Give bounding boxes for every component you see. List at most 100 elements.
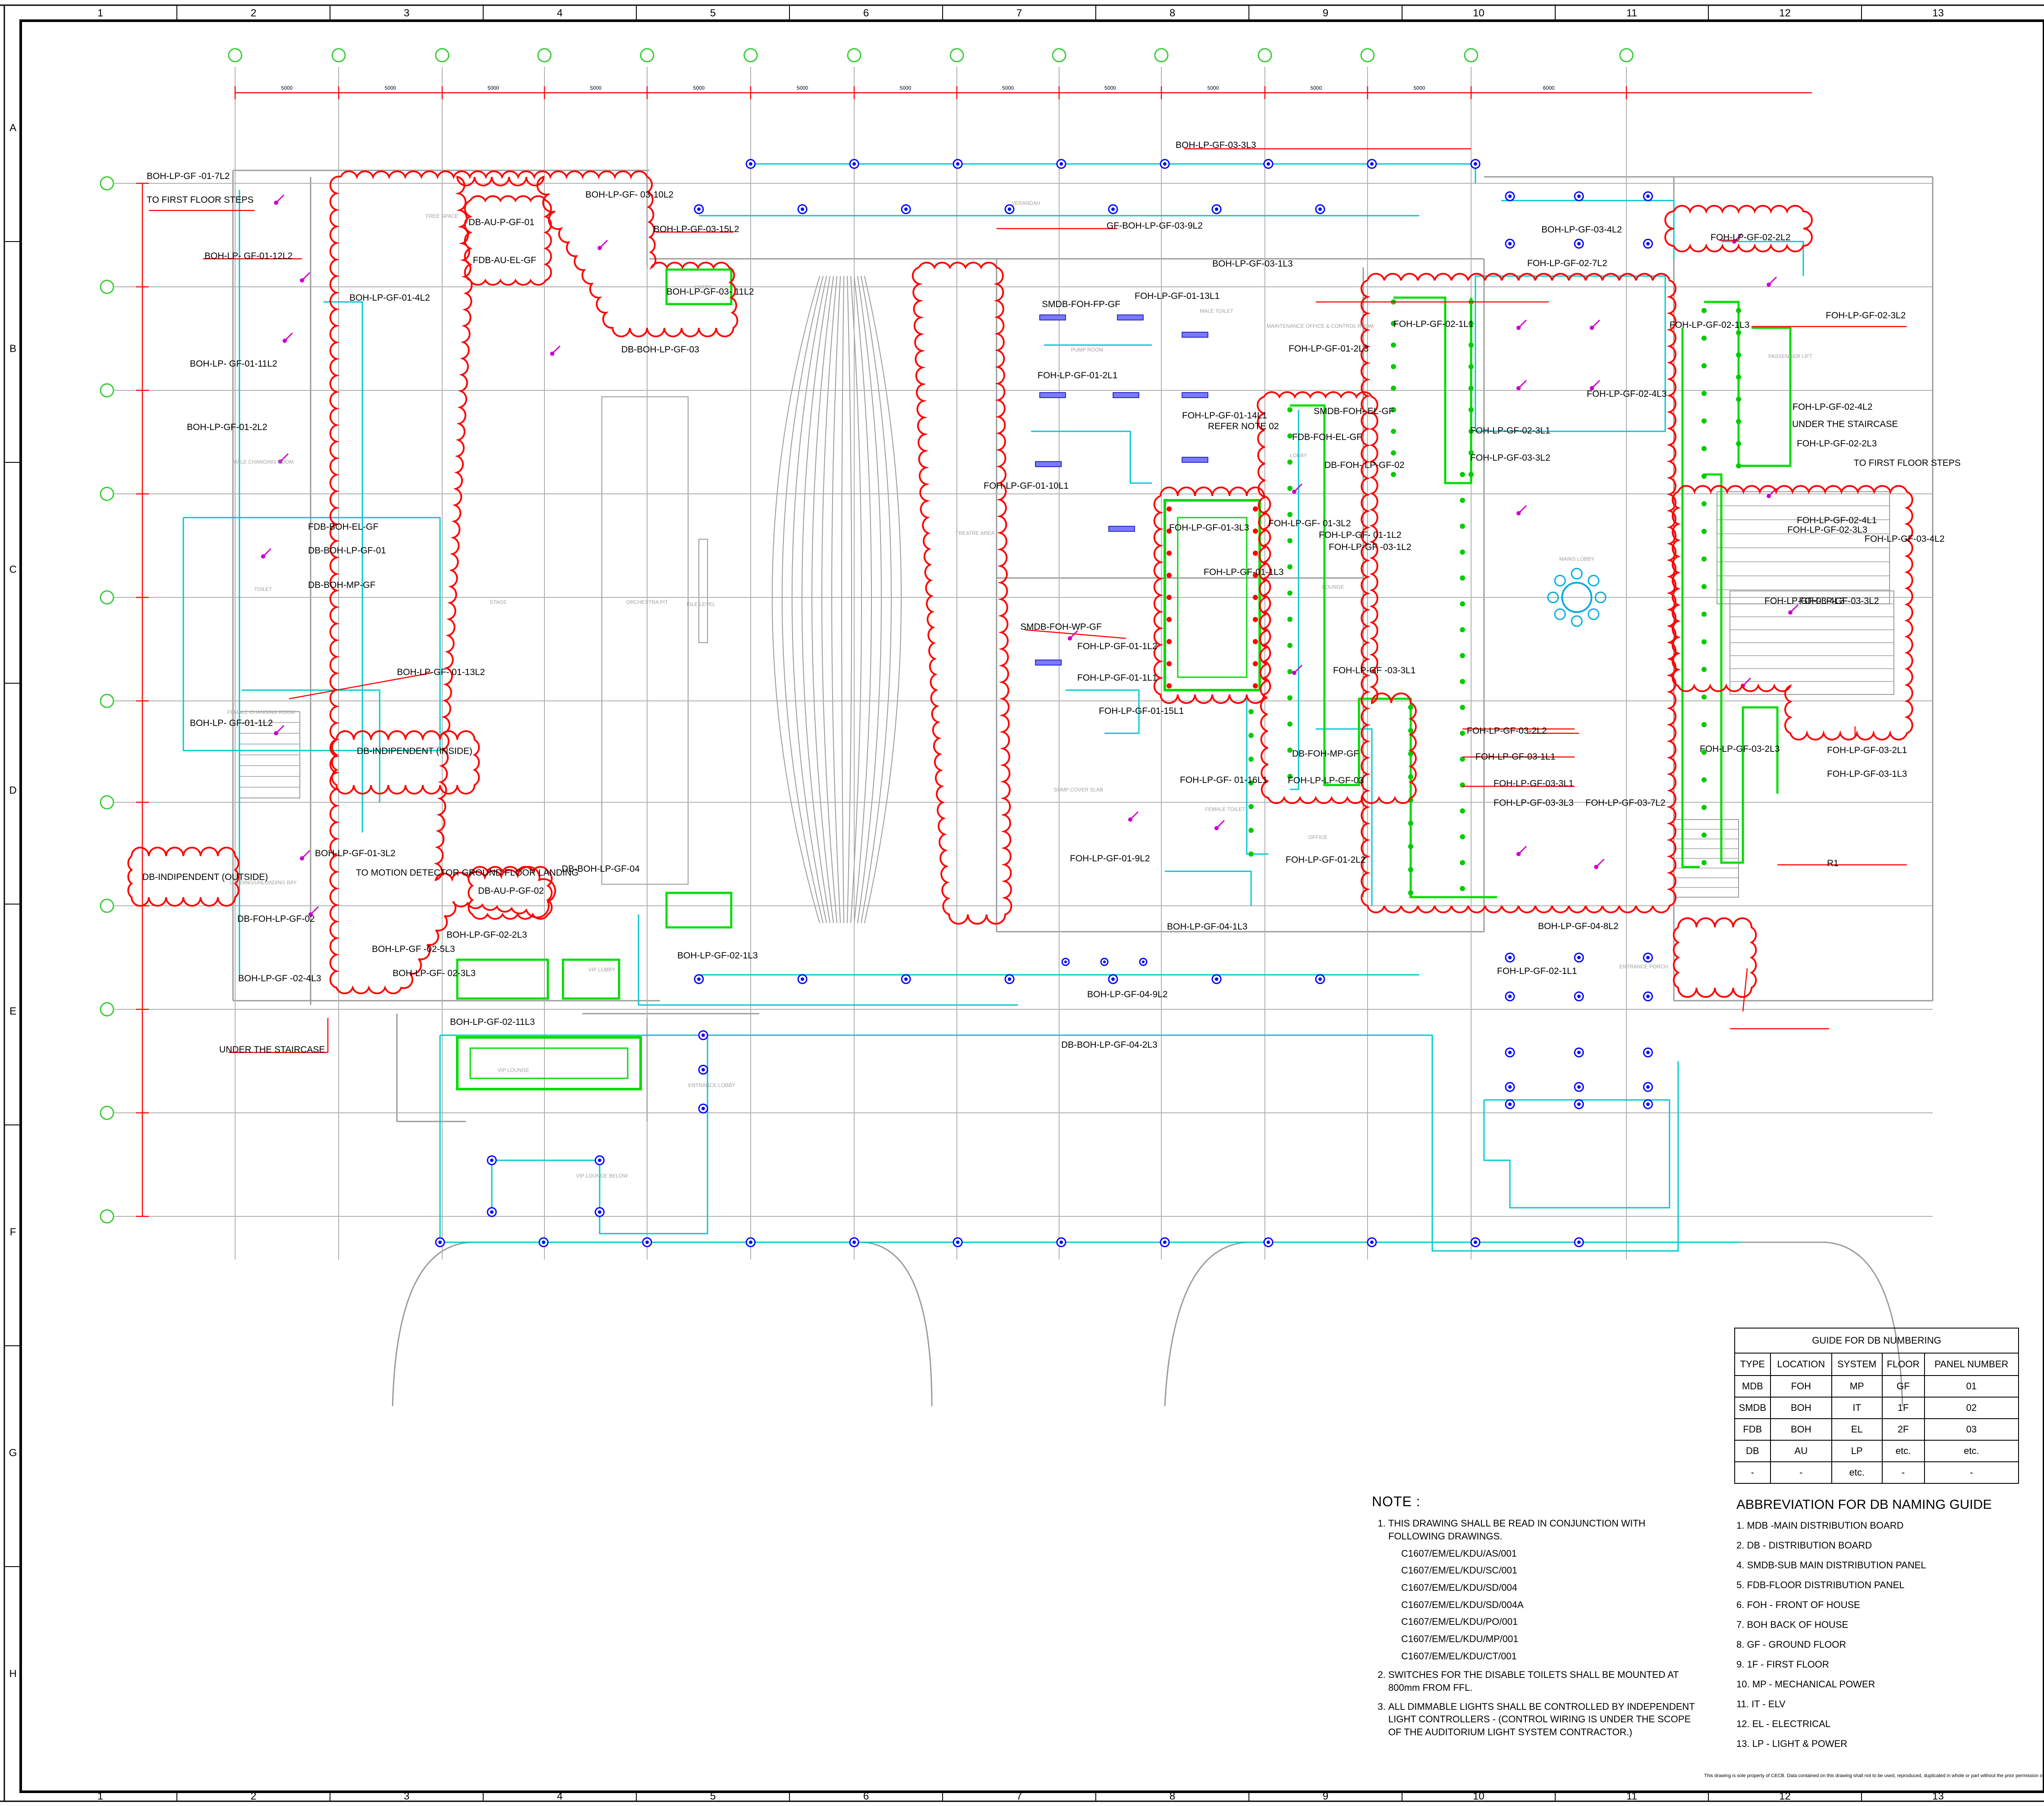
cove-light-point [1287,433,1292,439]
fixture-center [701,1107,705,1110]
zone-row-label: F [10,1226,16,1238]
revision-cloud-foyer [1360,273,1676,914]
downlight-icon [1574,991,1584,1002]
downlight-icon [1160,1237,1170,1247]
seating-row-arc [854,276,872,923]
revision-cloud-treatre [912,261,1013,925]
cove-light-point [1287,643,1292,648]
cove-light-point [1253,528,1258,534]
cove-light-point [1408,820,1413,826]
room-label: PASSENGER LIFT [1768,353,1812,359]
cove-light-point [1460,705,1465,710]
guide-cell: etc. [1881,1440,1925,1462]
dimension-value: 5000 [281,85,293,91]
fixture-center [1370,162,1374,166]
circuit-run [1246,699,1268,855]
vip-lobby-cove [562,958,620,1000]
room-label: ENTRY [695,284,712,290]
zone-column-top: 1 [97,7,103,19]
abbreviation-item: 2. DB - DISTRIBUTION BOARD [1736,1540,1872,1551]
grid-bubble-icon [100,487,114,501]
grid-bubble-icon [100,1106,114,1120]
downlight-icon [1643,239,1653,249]
circuit-label: FOH-LP-GF-02-3L2 [1826,311,1906,320]
guide-cell: 03 [1924,1418,2019,1441]
abbreviation-item: 9. 1F - FIRST FLOOR [1736,1659,1829,1670]
cove-light-point [1460,808,1465,813]
circuit-label: FOH-LP-GF-01-13L1 [1135,291,1220,301]
switch-symbol-dot [1516,326,1521,330]
circuit-run [1475,275,1666,432]
circuit-run [1031,430,1152,484]
dimension-value: 5000 [693,85,705,91]
guide-cell: 01 [1924,1375,2019,1398]
downlight-icon [1211,204,1222,214]
downlight-icon [1211,974,1222,984]
cove-light-point [1701,612,1707,617]
guide-cell: etc. [1924,1440,2019,1462]
circuit-label: FOH-LP-GF- 01-16L1 [1180,775,1267,785]
circuit-label: FOH-LP-GF -03-3L1 [1333,666,1415,675]
circuit-label: BOH-LP-GF -01-7L2 [147,171,230,181]
downlight-icon [694,204,704,214]
revision-cloud-lounge [1257,391,1417,804]
downlight-icon [1505,991,1515,1002]
circuit-label: BOH-LP-GF-04-8L2 [1538,921,1619,931]
cove-light-point [1287,407,1292,412]
downlight-icon [1643,991,1653,1002]
fixture-center [1318,977,1322,981]
note-1: THIS DRAWING SHALL BE READ IN CONJUNCTIO… [1388,1517,1700,1662]
entry-cove [665,268,733,305]
circuit-label: FOH-LP-GF-03-4L2 [1865,534,1945,544]
switch-symbol-dot [1516,852,1521,856]
fixture-center [490,1159,494,1162]
switch-symbol-dot [1214,826,1219,830]
downlight-icon [849,1237,859,1247]
circuit-run [1483,1099,1670,1209]
guide-cell: FOH [1770,1375,1832,1398]
fixture-center [1064,960,1067,964]
zone-column-bottom: 6 [863,1790,869,1802]
fixture-center [852,1241,856,1244]
room-label: LOADING/UNLOADING BAY [230,879,296,886]
fixture-center [1060,1241,1063,1244]
circuit-run [638,914,1018,1006]
downlight-icon [698,1103,708,1114]
cove-light-point [1701,529,1707,534]
fixture-center [1646,1085,1650,1089]
cove-light-point [1248,733,1254,738]
switch-symbol-dot [1594,865,1598,869]
fixture-center [1646,1051,1650,1054]
circuit-label: FDB-AU-EL-GF [473,255,536,265]
guide-cell: BOH [1770,1418,1832,1441]
grid-bubble-icon [435,48,450,63]
downlight-icon [1315,974,1325,984]
leader-line [1742,968,1748,1012]
fixture-center [1370,1241,1374,1244]
circuit-label: BOH-LP-GF -02-5L3 [372,944,455,954]
cove-light-point [1167,528,1172,534]
circuit-run [324,301,363,832]
downlight-icon [1505,1047,1515,1058]
circuit-run [1066,689,1140,734]
chandelier-arm [1547,591,1559,603]
circuit-label: BOH-LP-GF-03- 11L2 [667,287,754,297]
cove-light-point [1253,506,1258,512]
guide-cell: etc. [1831,1461,1883,1484]
guide-cell: DB [1734,1440,1771,1462]
fixture-center [542,1241,545,1244]
circuit-label: FOH-LP-GF-03-3L1 [1494,779,1574,788]
grid-bubble-icon [537,48,552,63]
chandelier-icon [1547,568,1607,627]
cove-light-point [1460,886,1465,891]
fixture-center [1508,1051,1512,1054]
downlight-icon [1505,952,1515,963]
circuit-label: BOH-LP-GF-02-1L3 [677,951,758,961]
fixture-center [1111,977,1115,981]
seating-row-arc [847,276,852,923]
downlight-icon [1470,1237,1481,1247]
grid-bubble-icon [1052,48,1066,63]
grid-bubble-icon [100,898,114,913]
fixture-center [490,1210,494,1214]
